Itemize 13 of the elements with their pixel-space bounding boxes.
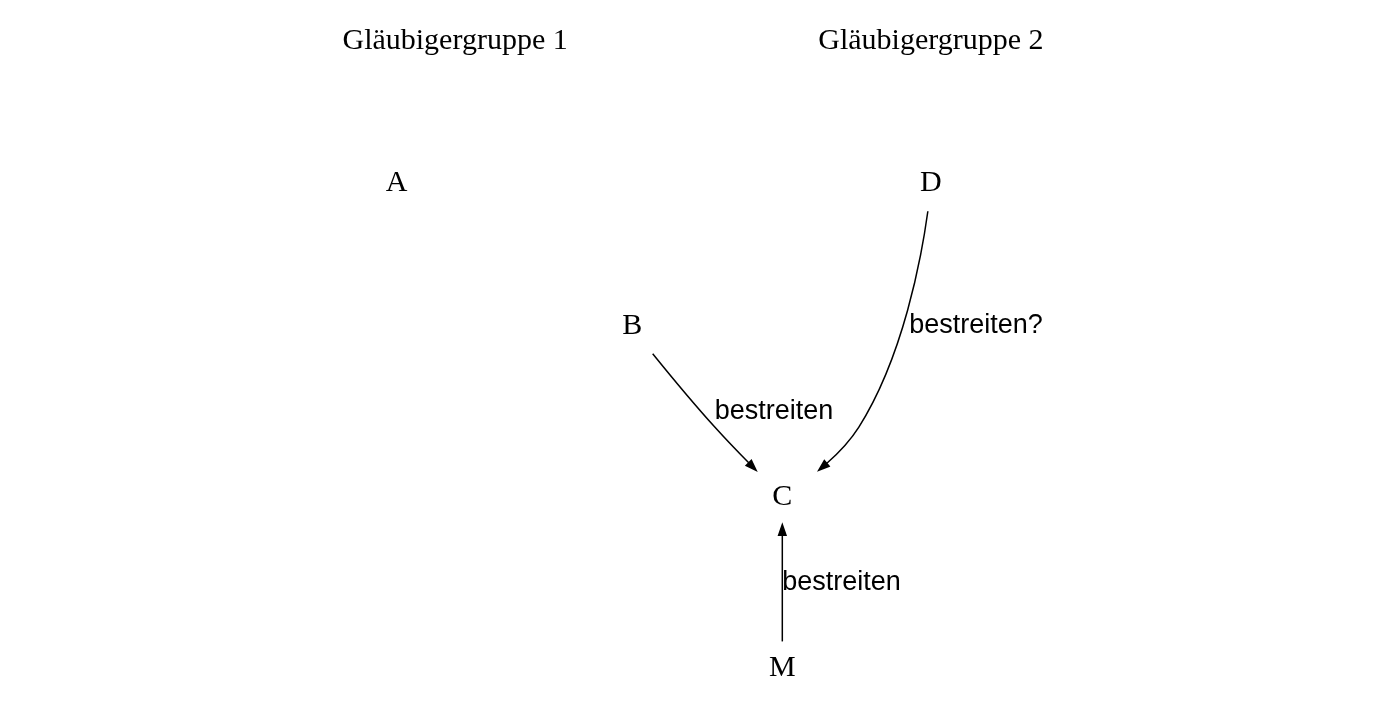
- node-text: M: [768, 649, 796, 683]
- label: Gläubigergruppe 2: [817, 21, 1044, 55]
- arrow: [777, 522, 787, 643]
- node-text: A: [385, 164, 407, 198]
- node-text: D: [919, 164, 942, 198]
- arrow: [816, 210, 929, 472]
- label: Gläubigergruppe 1: [341, 21, 568, 55]
- edge-label: bestreiten?: [908, 309, 1043, 340]
- node-text: B: [621, 306, 642, 340]
- edge-label: bestreiten: [781, 565, 901, 596]
- edge-label: bestreiten: [714, 394, 833, 425]
- node-text: C: [771, 478, 792, 512]
- arrow: [651, 352, 758, 472]
